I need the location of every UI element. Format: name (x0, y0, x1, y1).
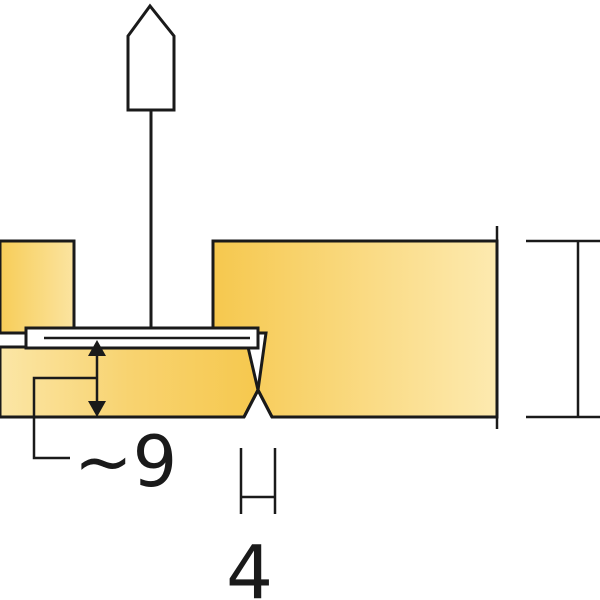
middle-board (0, 345, 260, 419)
gap-label: 4 (226, 530, 273, 600)
v-groove (242, 386, 274, 418)
depth-dim-arrow-top (88, 340, 106, 356)
depth-dim-arrow-bottom (88, 401, 106, 417)
left-tile (0, 239, 76, 335)
depth-leader-line (32, 376, 97, 460)
depth-label: ~9 (74, 421, 177, 503)
hanger-head (126, 3, 176, 112)
